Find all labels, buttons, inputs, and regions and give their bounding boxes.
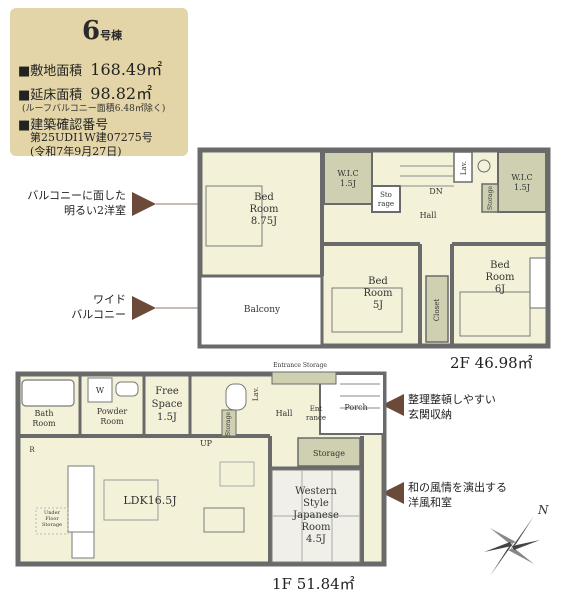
permit-number: 第25UDI1W建07275号 <box>30 131 153 144</box>
label-hall-2f: Hall <box>420 211 437 220</box>
label-w: W <box>96 386 105 395</box>
room-balcony: Balcony <box>244 305 281 315</box>
room-lav-2f: Lav. <box>460 161 468 175</box>
room-storage-1f: Storage <box>313 449 345 458</box>
compass-north-label: N <box>537 503 549 517</box>
permit-label: ■建築確認番号 <box>18 118 109 133</box>
room-closet: Closet <box>433 299 441 322</box>
label-r: R <box>29 446 35 454</box>
room-lav-1f: Lav. <box>252 387 260 401</box>
arrow-entrance <box>382 394 404 416</box>
floor-area-note: (ルーフバルコニー面積6.48㎡除く) <box>22 104 166 114</box>
floor2-area-label: 2F 46.98㎡ <box>450 354 533 372</box>
room-storage-v-2f: Storage <box>487 186 494 210</box>
compass-rose: N <box>484 503 549 576</box>
room-ldk: LDK16.5J <box>123 494 176 507</box>
floor1-area-label: 1F 51.84㎡ <box>272 575 355 593</box>
callout-entrance: 整理整頓しやすい玄関収納 <box>408 393 496 421</box>
permit-date: (令和7年9月27日) <box>30 145 122 158</box>
label-dn: DN <box>429 187 442 196</box>
callout-japanese: 和の風情を演出する洋風和室 <box>408 481 507 509</box>
callout-bedroom: バルコニーに面した明るい2洋室 <box>27 189 126 217</box>
label-entrance-storage: Entrance Storage <box>273 362 327 369</box>
label-hall-1f: Hall <box>276 409 293 418</box>
arrow-japanese <box>382 482 404 504</box>
room-storage-v-1f: Storage <box>225 412 232 436</box>
callout-balcony: ワイドバルコニー <box>71 293 126 321</box>
label-up: UP <box>200 439 213 448</box>
lot-number: 6号棟 <box>82 16 123 46</box>
room-porch: Porch <box>344 403 367 412</box>
arrow-balcony <box>132 296 156 320</box>
arrow-bedroom <box>132 192 156 216</box>
